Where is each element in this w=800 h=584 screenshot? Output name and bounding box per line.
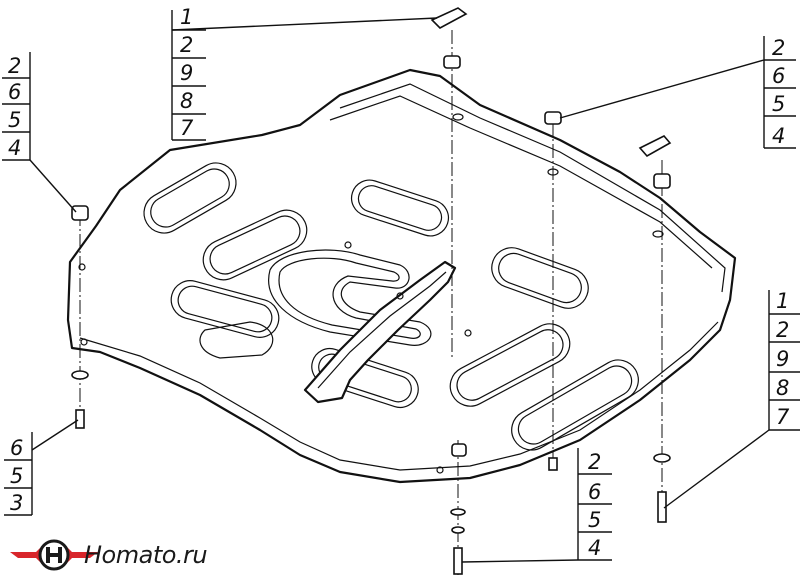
callout-label: 3 xyxy=(10,491,23,515)
clamp-plate-2 xyxy=(638,135,672,158)
callout-label: 7 xyxy=(776,405,790,429)
fasteners xyxy=(71,7,672,575)
callout-label: 6 xyxy=(8,80,21,104)
winged-h-logo-icon xyxy=(10,539,98,571)
bolt-left xyxy=(75,409,85,429)
nut-top-right xyxy=(544,111,562,125)
callout-label: 5 xyxy=(588,508,601,532)
callout-label: 4 xyxy=(8,136,21,160)
plate-front-lip xyxy=(79,321,719,471)
plate-rear-flange xyxy=(339,83,726,293)
callout-label: 6 xyxy=(10,436,23,460)
callout-label: 7 xyxy=(180,116,194,140)
callout-label: 8 xyxy=(180,89,193,113)
callout-label: 2 xyxy=(180,33,193,57)
homato-logo: Homato.ru xyxy=(10,539,208,571)
callout-label: 5 xyxy=(772,92,785,116)
callout-label: 9 xyxy=(180,61,193,85)
washer-bottom-center xyxy=(450,508,466,516)
callout-top-right: 2 6 5 4 xyxy=(763,36,796,149)
mounting-holes xyxy=(78,113,664,474)
callout-label: 1 xyxy=(776,289,789,313)
callout-label: 2 xyxy=(588,450,601,474)
callout-label: 8 xyxy=(776,376,789,400)
callout-label: 4 xyxy=(588,536,601,560)
bolt-bottom-center xyxy=(453,547,463,575)
washer-left xyxy=(71,370,89,380)
callout-top-left: 2 6 5 4 xyxy=(2,52,31,161)
callout-top-center: 1 2 9 8 7 xyxy=(171,5,206,141)
nut-left xyxy=(71,205,89,221)
washer-right xyxy=(653,453,671,463)
callout-label: 6 xyxy=(772,64,785,88)
callout-label: 2 xyxy=(8,54,21,78)
callout-label: 2 xyxy=(776,318,789,342)
skid-plate xyxy=(66,68,737,484)
callout-label: 1 xyxy=(180,5,193,29)
callout-label: 2 xyxy=(772,36,785,60)
plate-rear-flange-2 xyxy=(329,95,713,269)
nut-right xyxy=(653,173,671,189)
leader-lines xyxy=(29,17,770,563)
plate-outline xyxy=(66,68,737,484)
callout-label: 4 xyxy=(772,124,785,148)
washer-bottom-center-2 xyxy=(451,526,465,534)
callout-bottom-center: 2 6 5 4 xyxy=(577,448,612,561)
callout-label: 6 xyxy=(588,480,601,504)
diagonal-rib xyxy=(303,260,457,404)
callout-bottom-left: 6 5 3 xyxy=(4,432,33,516)
stamped-openings xyxy=(143,162,639,451)
bolt-mid xyxy=(548,457,558,471)
callout-label: 5 xyxy=(10,464,23,488)
nut-top-center xyxy=(443,55,461,69)
nut-bottom-center xyxy=(451,443,467,457)
clamp-plate-1 xyxy=(430,7,468,29)
logo-text: Homato.ru xyxy=(84,541,207,569)
callout-label: 9 xyxy=(776,347,789,371)
callout-right: 1 2 9 8 7 xyxy=(768,289,800,431)
callout-label: 5 xyxy=(8,108,21,132)
